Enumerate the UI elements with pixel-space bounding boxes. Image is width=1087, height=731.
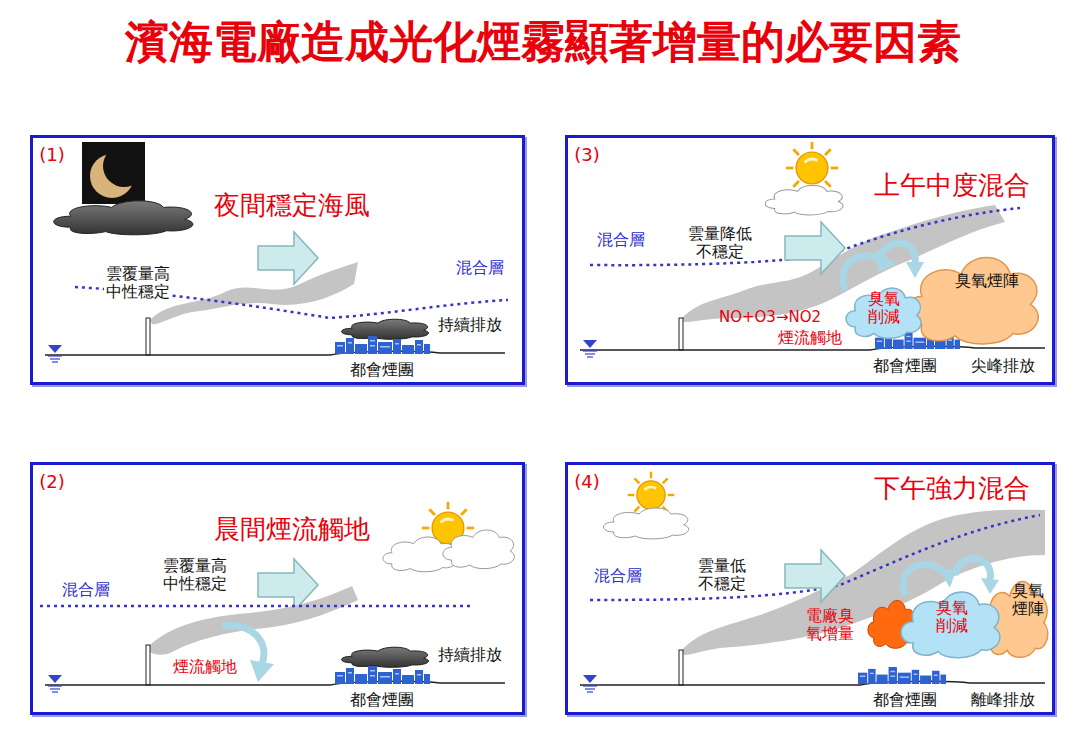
annotation-label-slot: 雲覆量高 中性穩定 bbox=[104, 265, 172, 302]
annotation-label: 煙流觸地 bbox=[776, 328, 844, 347]
annotation-label-slot: 都會煙團 bbox=[871, 690, 939, 709]
annotation-label: 混合層 bbox=[60, 580, 112, 599]
annotation-label: 雲覆量高 中性穩定 bbox=[104, 265, 172, 302]
annotation-label-slot: 混合層 bbox=[595, 230, 647, 249]
annotation-label-slot: 雲量降低 不穩定 bbox=[686, 225, 754, 262]
annotation-label: 煙流觸地 bbox=[171, 657, 239, 676]
annotation-label-slot: 混合層 bbox=[454, 258, 506, 277]
panel-heading: 晨間煙流觸地 bbox=[214, 514, 370, 545]
panel-number-slot: (2) bbox=[39, 471, 65, 493]
annotation-label-slot: 雲量低 不穩定 bbox=[696, 557, 748, 594]
panel-heading-slot: 下午強力混合 bbox=[874, 473, 1030, 504]
annotation-label-slot: 都會煙團 bbox=[871, 356, 939, 375]
annotation-label: 雲量降低 不穩定 bbox=[686, 225, 754, 262]
cloud-label-slot: 臭氧 削減 bbox=[936, 599, 968, 636]
panel-number: (4) bbox=[574, 471, 600, 493]
panel-heading: 夜間穩定海風 bbox=[214, 190, 370, 221]
annotation-label: 混合層 bbox=[595, 230, 647, 249]
panel-heading-slot: 上午中度混合 bbox=[874, 170, 1030, 201]
annotation-label: NO+O3→NO2 bbox=[717, 308, 823, 326]
ozone-reduction-cloud: 臭氧 削減 bbox=[897, 575, 1005, 660]
panel-number: (3) bbox=[574, 144, 600, 166]
cloud-label-slot: 臭氧 煙陣 bbox=[1012, 582, 1044, 619]
ozone-plume-cloud: 臭氧煙陣 bbox=[900, 235, 1045, 347]
annotation-label: 尖峰排放 bbox=[969, 356, 1037, 375]
annotation-label-slot: 煙流觸地 bbox=[171, 657, 239, 676]
annotation-label-slot: 電廠臭 氧增量 bbox=[804, 607, 856, 644]
annotation-label: 混合層 bbox=[592, 566, 644, 585]
cloud-shape bbox=[901, 592, 1000, 658]
annotation-label-slot: 雲覆量高 中性穩定 bbox=[161, 557, 229, 594]
annotation-label-slot: 持續排放 bbox=[436, 315, 504, 334]
cloud-label: 臭氧 削減 bbox=[868, 290, 900, 327]
annotation-label: 雲覆量高 中性穩定 bbox=[161, 557, 229, 594]
panel-number-slot: (3) bbox=[574, 144, 600, 166]
annotation-label-slot: 都會煙團 bbox=[348, 360, 416, 379]
panel-heading: 上午中度混合 bbox=[874, 170, 1030, 201]
annotation-label-slot: 離峰排放 bbox=[969, 690, 1037, 709]
cloud-label: 臭氧 煙陣 bbox=[1012, 582, 1044, 619]
cloud-label: 臭氧 削減 bbox=[936, 599, 968, 636]
annotation-label: 離峰排放 bbox=[969, 690, 1037, 709]
cloud-label: 臭氧煙陣 bbox=[955, 271, 1019, 290]
annotation-label: 混合層 bbox=[454, 258, 506, 277]
annotation-label: 都會煙團 bbox=[348, 360, 416, 379]
panel-number-slot: (1) bbox=[39, 144, 65, 166]
panel-number-slot: (4) bbox=[574, 471, 600, 493]
diagram-title: 濱海電廠造成光化煙霧顯著增量的必要因素 bbox=[125, 16, 961, 69]
ozone-reduction-cloud: 臭氧 削減 bbox=[843, 275, 925, 340]
annotation-label: 都會煙團 bbox=[871, 356, 939, 375]
panel-heading: 下午強力混合 bbox=[874, 473, 1030, 504]
diagram-title-slot: 濱海電廠造成光化煙霧顯著增量的必要因素 bbox=[125, 16, 961, 69]
annotation-label-slot: 混合層 bbox=[592, 566, 644, 585]
panel-heading-slot: 夜間穩定海風 bbox=[214, 190, 370, 221]
panel-number: (2) bbox=[39, 471, 65, 493]
panel-heading-slot: 晨間煙流觸地 bbox=[214, 514, 370, 545]
cloud-shape bbox=[905, 257, 1038, 344]
annotation-label: 都會煙團 bbox=[871, 690, 939, 709]
annotation-label: 雲量低 不穩定 bbox=[696, 557, 748, 594]
annotation-label-slot: NO+O3→NO2 bbox=[717, 308, 823, 326]
cloud-label-slot: 臭氧 削減 bbox=[868, 290, 900, 327]
annotation-label: 都會煙團 bbox=[348, 690, 416, 709]
annotation-label-slot: 持續排放 bbox=[436, 645, 504, 664]
scenario-panel: (4) 下午強力混合臭氧 削減 臭氧 煙陣 bbox=[565, 462, 1055, 715]
annotation-label-slot: 煙流觸地 bbox=[776, 328, 844, 347]
annotation-label: 持續排放 bbox=[436, 315, 504, 334]
annotation-label: 電廠臭 氧增量 bbox=[804, 607, 856, 644]
cloud-outline bbox=[900, 235, 1045, 347]
cloud-shape bbox=[983, 582, 1048, 658]
annotation-label-slot: 尖峰排放 bbox=[969, 356, 1037, 375]
annotation-label-slot: 混合層 bbox=[60, 580, 112, 599]
scenario-panel: (1) 夜間穩定海風 bbox=[30, 135, 525, 385]
annotation-label: 持續排放 bbox=[436, 645, 504, 664]
cloud-label-slot: 臭氧煙陣 bbox=[955, 271, 1019, 290]
annotation-label-slot: 都會煙團 bbox=[348, 690, 416, 709]
panel-number: (1) bbox=[39, 144, 65, 166]
cloud-shape bbox=[846, 288, 921, 338]
